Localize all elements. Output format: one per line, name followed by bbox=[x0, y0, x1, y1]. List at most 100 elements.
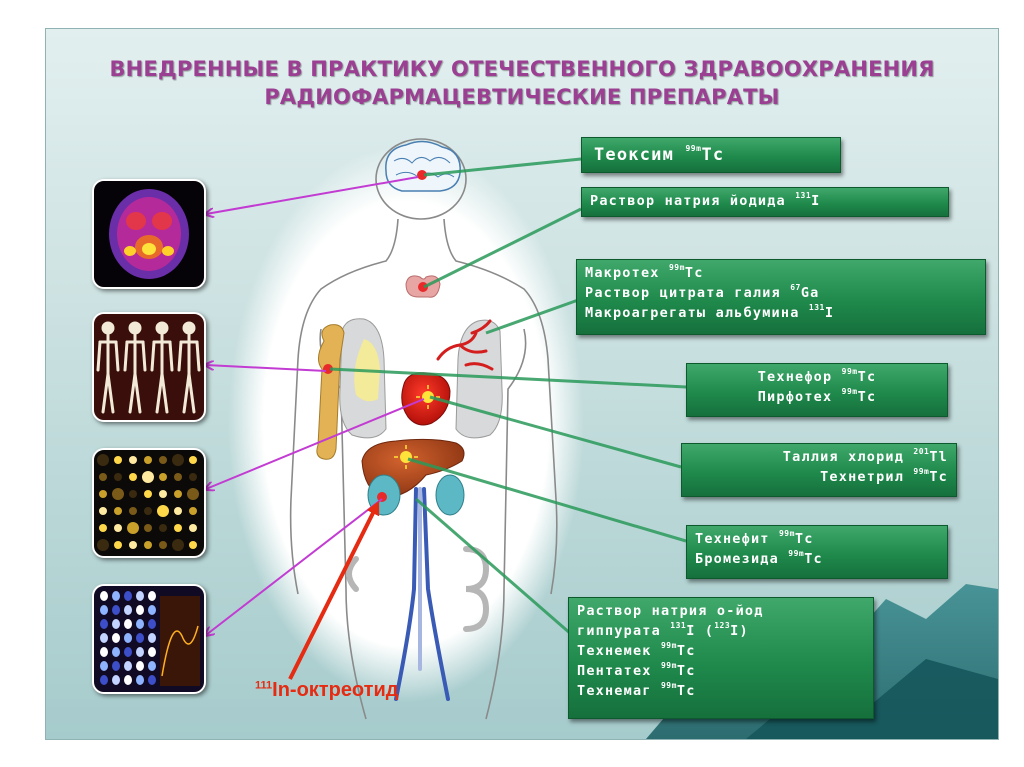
scan-tile bbox=[124, 633, 132, 643]
scan-tile bbox=[148, 661, 156, 671]
scan-tile bbox=[148, 675, 156, 685]
octreotide-arrow bbox=[288, 500, 380, 680]
lungs-icon bbox=[339, 318, 503, 439]
pulmonary-vessels-icon bbox=[436, 319, 494, 371]
scan-tile bbox=[129, 473, 137, 481]
brain-scan-image bbox=[92, 179, 206, 289]
scan-tile bbox=[114, 473, 122, 481]
scan-tile bbox=[144, 507, 152, 515]
element-symbol: I bbox=[686, 623, 696, 639]
scan-tile bbox=[100, 633, 108, 643]
isotope-mass: 131 bbox=[795, 190, 812, 200]
scan-tile bbox=[159, 524, 167, 532]
scan-tile bbox=[144, 456, 152, 464]
scan-tile bbox=[99, 473, 107, 481]
scan-tile bbox=[124, 675, 132, 685]
scan-tile bbox=[99, 524, 107, 532]
drug-name: Бромезида bbox=[695, 551, 779, 567]
scan-tile bbox=[127, 522, 139, 534]
scan-tile bbox=[174, 490, 182, 498]
isotope-mass: 99m bbox=[668, 262, 685, 272]
brain-icon bbox=[385, 140, 461, 192]
isotope-mass: 67 bbox=[790, 282, 801, 292]
scan-tile bbox=[136, 591, 144, 601]
scan-tile bbox=[174, 507, 182, 515]
label-sodium-iodide: Раствор натрия йодида 131I bbox=[581, 187, 949, 217]
scan-tile bbox=[159, 490, 167, 498]
isotope-mass: 99m bbox=[685, 144, 702, 154]
isotope-mass: 99m bbox=[913, 466, 930, 476]
scan-tile bbox=[159, 473, 167, 481]
scan-tile bbox=[124, 647, 132, 657]
element-symbol: Tc bbox=[857, 369, 877, 385]
drug-name: Теоксим bbox=[594, 145, 675, 165]
renogram-curve bbox=[161, 625, 199, 677]
scan-tile bbox=[189, 524, 197, 532]
scan-tile bbox=[189, 473, 197, 481]
scan-tile bbox=[129, 490, 137, 498]
isotope-mass: 131 bbox=[808, 302, 825, 312]
scan-tile bbox=[100, 675, 108, 685]
scan-tile bbox=[148, 647, 156, 657]
scan-tile bbox=[172, 454, 184, 466]
isotope-mass: 131 bbox=[670, 620, 687, 630]
kidney-line-1: Раствор натрия о-йод bbox=[577, 603, 764, 619]
magenta-scan-pointers bbox=[206, 176, 425, 635]
drug-name: Раствор цитрата галия bbox=[585, 285, 781, 301]
label-teoksim: Теоксим 99mTc bbox=[581, 137, 841, 173]
scan-tile bbox=[112, 647, 120, 657]
scan-tile bbox=[114, 541, 122, 549]
scan-tile bbox=[174, 524, 182, 532]
scan-tile bbox=[100, 647, 108, 657]
scan-tile bbox=[112, 675, 120, 685]
scan-tile bbox=[112, 633, 120, 643]
label-kidney-agents: Раствор натрия о-йод гиппурата 131I (123… bbox=[568, 597, 874, 719]
scan-tile bbox=[148, 605, 156, 615]
body-diagram bbox=[46, 138, 687, 720]
scan-tile bbox=[129, 541, 137, 549]
scan-tile bbox=[114, 507, 122, 515]
element-symbol: Tc bbox=[676, 663, 696, 679]
label-lung-agents: Макротех 99mTc Раствор цитрата галия 67G… bbox=[576, 259, 986, 335]
scan-tile bbox=[157, 505, 169, 517]
scan-tile bbox=[124, 591, 132, 601]
drug-name: Таллия хлорид bbox=[782, 449, 905, 465]
scan-tile bbox=[136, 605, 144, 615]
slide-title-line-2: РАДИОФАРМАЦЕВТИЧЕСКИЕ ПРЕПАРАТЫ bbox=[264, 85, 780, 109]
slide-title-line-1: ВНЕДРЕННЫЕ В ПРАКТИКУ ОТЕЧЕСТВЕННОГО ЗДР… bbox=[109, 57, 935, 81]
element-symbol: I bbox=[730, 623, 740, 639]
renal-scan-image bbox=[92, 584, 206, 694]
scan-tile bbox=[114, 524, 122, 532]
body-halo bbox=[228, 146, 584, 702]
label-liver-agents: Технефит 99mTc Бромезида 99mTc bbox=[686, 525, 948, 579]
scan-tile bbox=[136, 647, 144, 657]
drug-name: Макроагрегаты альбумина bbox=[585, 305, 800, 321]
scan-tile bbox=[174, 473, 182, 481]
scan-tile bbox=[112, 488, 124, 500]
scan-tile bbox=[136, 675, 144, 685]
scan-tile bbox=[112, 591, 120, 601]
scan-tile bbox=[100, 591, 108, 601]
element-symbol: I bbox=[811, 193, 821, 209]
drug-name: Технефит bbox=[695, 531, 770, 547]
label-bone-agents: Технефор 99mTc Пирфотех 99mTc bbox=[686, 363, 948, 417]
isotope-mass: 99m bbox=[841, 366, 858, 376]
element-symbol: Ga bbox=[800, 285, 820, 301]
element-symbol: Tc bbox=[701, 145, 725, 165]
scan-tile bbox=[124, 605, 132, 615]
scan-tile bbox=[144, 524, 152, 532]
scan-tile bbox=[160, 596, 200, 686]
scan-tile bbox=[172, 539, 184, 551]
scan-tile bbox=[112, 605, 120, 615]
scan-tile bbox=[136, 619, 144, 629]
scan-tile bbox=[142, 471, 154, 483]
isotope-mass: 99m bbox=[841, 386, 858, 396]
element-symbol: Tc bbox=[676, 643, 696, 659]
scan-tile bbox=[100, 661, 108, 671]
shoulder-bone-icon bbox=[316, 324, 345, 460]
label-heart-agents: Таллия хлорид 201Tl Технетрил 99mTc bbox=[681, 443, 957, 497]
scan-tile bbox=[124, 661, 132, 671]
drug-name: In-октреотид bbox=[272, 679, 399, 701]
element-symbol: Tc bbox=[794, 531, 814, 547]
element-symbol: Tl bbox=[929, 449, 948, 465]
